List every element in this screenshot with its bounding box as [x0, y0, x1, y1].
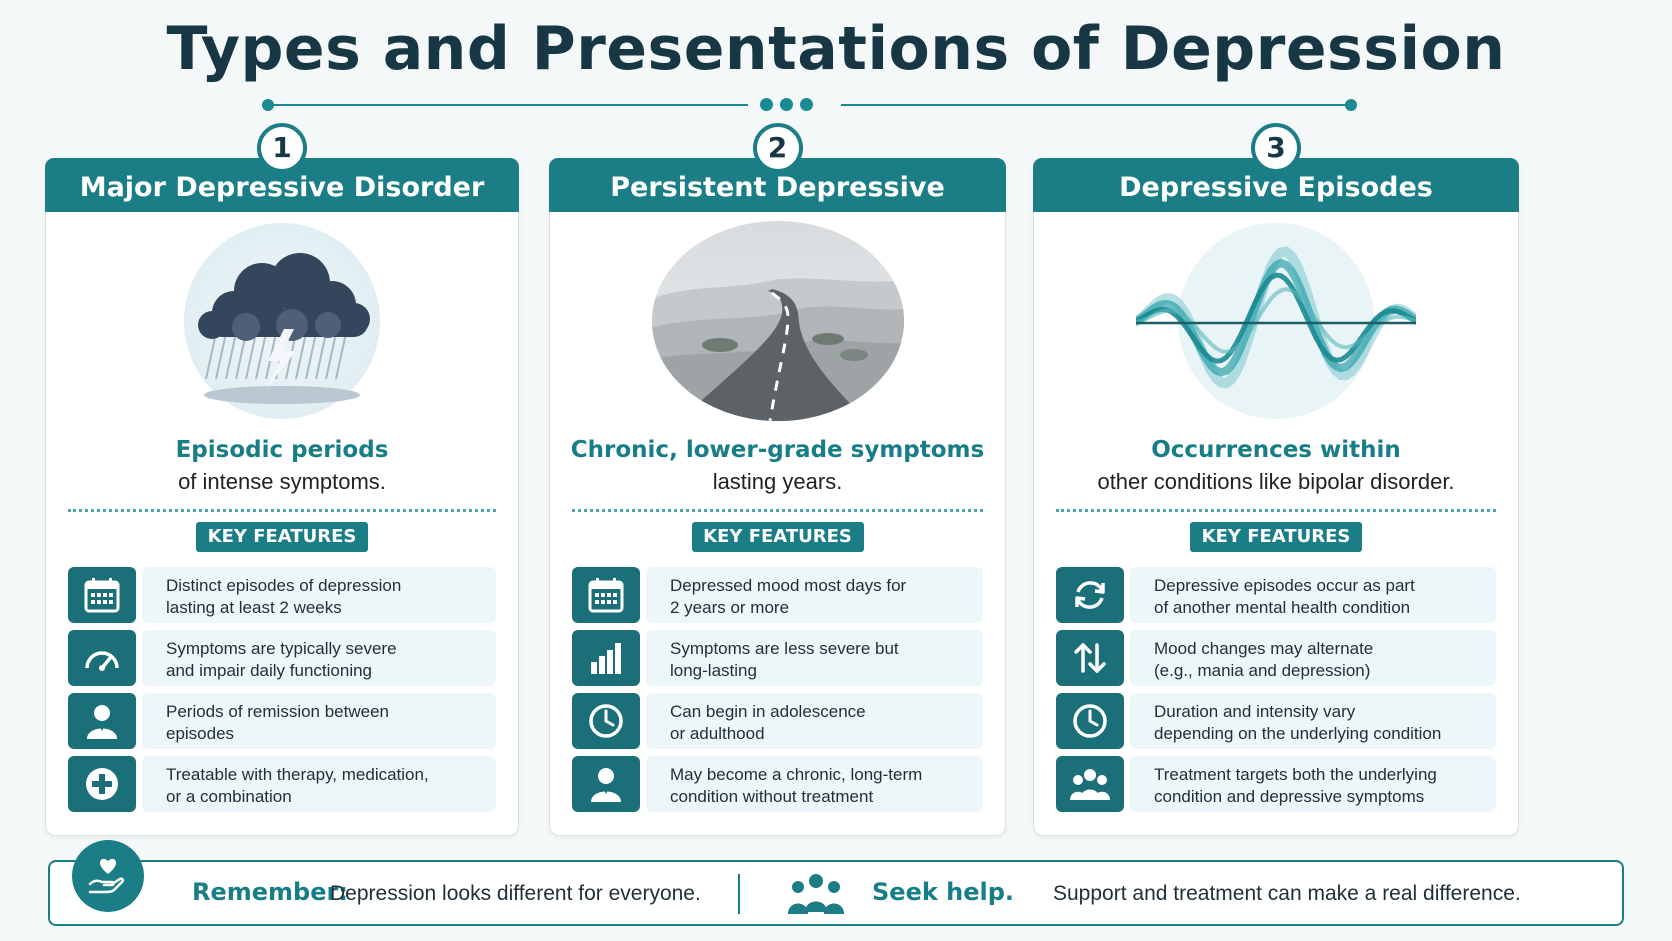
- long-road-illustration: [638, 221, 918, 421]
- dotted-divider: [68, 509, 496, 512]
- feature-item: Periods of remission between episodes: [68, 693, 496, 749]
- feature-item: Mood changes may alternate (e.g., mania …: [1056, 630, 1496, 686]
- feature-text: Treatment targets both the underlying co…: [1130, 756, 1496, 812]
- feature-line-2: or adulthood: [670, 724, 765, 743]
- feature-text: Duration and intensity vary depending on…: [1130, 693, 1496, 749]
- feature-line-1: Depressive episodes occur as part: [1154, 576, 1415, 595]
- feature-line-2: condition without treatment: [670, 787, 874, 806]
- feature-line-2: or a combination: [166, 787, 292, 806]
- storm-cloud-illustration: [142, 221, 422, 421]
- footer-separator: [738, 874, 740, 914]
- feature-text: Treatable with therapy, medication, or a…: [142, 756, 496, 812]
- feature-text: Depressive episodes occur as part of ano…: [1130, 567, 1496, 623]
- feature-line-2: condition and depressive symptoms: [1154, 787, 1425, 806]
- feature-line-1: May become a chronic, long-term: [670, 765, 923, 784]
- feature-text: Symptoms are less severe but long-lastin…: [646, 630, 983, 686]
- feature-line-2: (e.g., mania and depression): [1154, 661, 1371, 680]
- feature-item: Treatable with therapy, medication, or a…: [68, 756, 496, 812]
- key-features-label: KEY FEATURES: [1190, 522, 1362, 552]
- card-subtitle: Occurrences within: [1151, 437, 1401, 463]
- feature-line-2: episodes: [166, 724, 235, 743]
- feature-text: Periods of remission between episodes: [142, 693, 496, 749]
- feature-item: Depressive episodes occur as part of ano…: [1056, 567, 1496, 623]
- card-number-badge: 3: [1251, 123, 1301, 173]
- up-down-arrows-icon: [1056, 630, 1124, 686]
- seek-help-text: Support and treatment can make a real di…: [1053, 882, 1521, 905]
- group-icon: [1056, 756, 1124, 812]
- calendar-icon: [68, 567, 136, 623]
- remember-label: Remember:: [192, 878, 348, 906]
- card-subtitle: Episodic periods: [175, 437, 389, 463]
- person-icon: [68, 693, 136, 749]
- remember-text: Depression looks different for everyone.: [330, 882, 701, 905]
- dotted-divider: [572, 509, 983, 512]
- cycle-icon: [1056, 567, 1124, 623]
- feature-item: Symptoms are typically severe and impair…: [68, 630, 496, 686]
- feature-line-2: lasting at least 2 weeks: [166, 598, 342, 617]
- seek-help-label: Seek help.: [872, 878, 1015, 906]
- feature-item: May become a chronic, long-term conditio…: [572, 756, 983, 812]
- footer-banner: Remember: Depression looks different for…: [48, 840, 1624, 926]
- calendar-icon: [572, 567, 640, 623]
- feature-item: Can begin in adolescence or adulthood: [572, 693, 983, 749]
- feature-line-2: depending on the underlying condition: [1154, 724, 1442, 743]
- bar-chart-icon: [572, 630, 640, 686]
- key-features-label: KEY FEATURES: [196, 522, 368, 552]
- feature-text: May become a chronic, long-term conditio…: [646, 756, 983, 812]
- clock-icon: [1056, 693, 1124, 749]
- feature-line-2: long-lasting: [670, 661, 757, 680]
- page-title: Types and Presentations of Depression: [166, 14, 1506, 84]
- key-features-label: KEY FEATURES: [691, 522, 864, 552]
- clock-icon: [572, 693, 640, 749]
- card-subtext: other conditions like bipolar disorder.: [1097, 469, 1455, 494]
- feature-line-1: Symptoms are less severe but: [670, 639, 899, 658]
- card-subtext: lasting years.: [712, 469, 843, 494]
- feature-line-2: and impair daily functioning: [166, 661, 373, 680]
- dotted-divider: [1056, 509, 1496, 512]
- feature-text: Symptoms are typically severe and impair…: [142, 630, 496, 686]
- card-subtitle: Chronic, lower-grade symptoms: [570, 437, 985, 463]
- people-icon: [788, 874, 844, 914]
- feature-line-1: Treatment targets both the underlying: [1154, 765, 1437, 784]
- feature-line-2: of another mental health condition: [1154, 598, 1411, 617]
- feature-line-1: Distinct episodes of depression: [166, 576, 402, 595]
- feature-text: Depressed mood most days for 2 years or …: [646, 567, 983, 623]
- feature-text: Distinct episodes of depression lasting …: [142, 567, 496, 623]
- medical-cross-icon: [68, 756, 136, 812]
- feature-item: Distinct episodes of depression lasting …: [68, 567, 496, 623]
- heart-hand-icon: [72, 840, 144, 912]
- feature-line-1: Treatable with therapy, medication,: [166, 765, 429, 784]
- feature-line-1: Can begin in adolescence: [670, 702, 866, 721]
- card-subtext: of intense symptoms.: [178, 469, 386, 494]
- feature-text: Can begin in adolescence or adulthood: [646, 693, 983, 749]
- feature-item: Depressed mood most days for 2 years or …: [572, 567, 983, 623]
- feature-line-2: 2 years or more: [670, 598, 790, 617]
- gauge-icon: [68, 630, 136, 686]
- waves-illustration: [1129, 221, 1425, 421]
- feature-line-1: Periods of remission between: [166, 702, 390, 721]
- feature-line-1: Symptoms are typically severe: [166, 639, 397, 658]
- feature-line-1: Depressed mood most days for: [670, 576, 907, 595]
- feature-line-1: Duration and intensity vary: [1154, 702, 1356, 721]
- feature-item: Symptoms are less severe but long-lastin…: [572, 630, 983, 686]
- card-number-badge: 1: [257, 123, 307, 173]
- card-number-badge: 2: [752, 123, 803, 173]
- title-divider: [262, 96, 1440, 114]
- feature-item: Treatment targets both the underlying co…: [1056, 756, 1496, 812]
- feature-item: Duration and intensity vary depending on…: [1056, 693, 1496, 749]
- feature-line-1: Mood changes may alternate: [1154, 639, 1374, 658]
- feature-text: Mood changes may alternate (e.g., mania …: [1130, 630, 1496, 686]
- person-icon: [572, 756, 640, 812]
